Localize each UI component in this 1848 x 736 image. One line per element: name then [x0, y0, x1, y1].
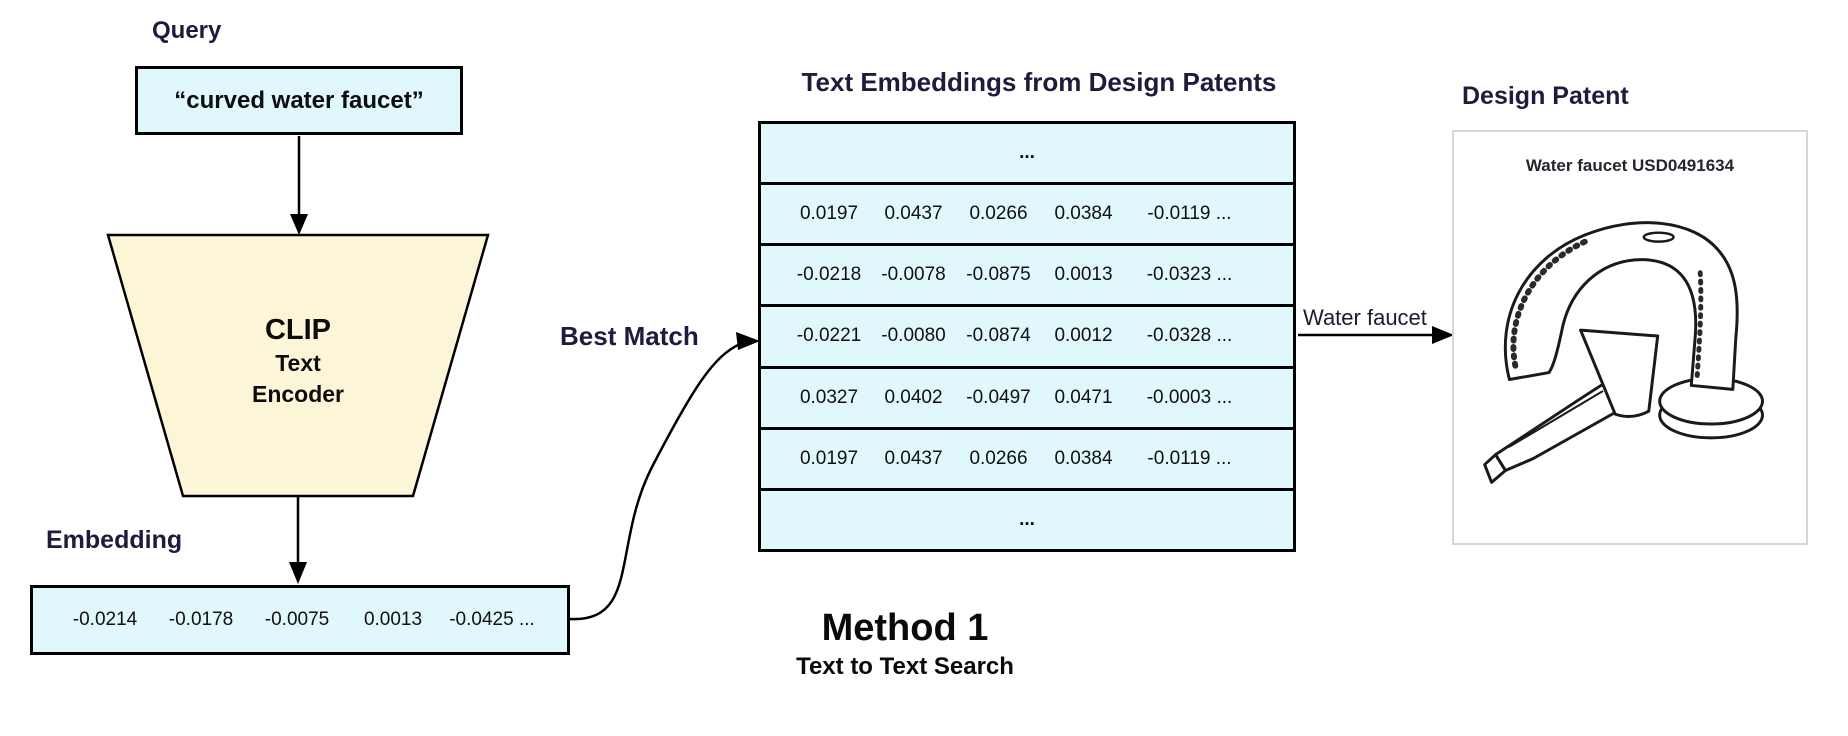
match-result-label: Water faucet [1303, 305, 1427, 330]
query-to-encoder-arrow [290, 136, 308, 235]
faucet-spout-tip [1642, 231, 1675, 243]
faucet-spout [1503, 221, 1739, 391]
clip-encoder-block: CLIP Text Encoder [173, 312, 423, 410]
table-cell: -0.0119 ... [1147, 447, 1232, 469]
table-row: -0.0221 -0.0080 -0.0874 0.0012 -0.0328 ... [761, 307, 1293, 369]
embeddings-table-body: ... 0.0197 0.0437 0.0266 0.0384 -0.0119 ... -0… [758, 121, 1296, 552]
embedding-value: -0.0214 [72, 609, 138, 630]
table-cell: 0.0013 [1054, 264, 1113, 286]
table-cell: -0.0875 [966, 264, 1031, 286]
table-row: ... [761, 491, 1293, 549]
faucet-valve-body [1579, 328, 1660, 418]
table-cell: -0.0497 [966, 386, 1031, 408]
method-title: Method 1 [821, 607, 989, 649]
embedding-value: -0.0075 [264, 609, 330, 630]
faucet-handle-edge [1508, 390, 1604, 448]
faucet-hatching-left [1510, 237, 1592, 369]
table-row: ... [761, 124, 1293, 186]
table-cell: 0.0266 [969, 203, 1028, 225]
table-cell: 0.0197 [799, 203, 859, 225]
table-row: 0.0327 0.0402 -0.0497 0.0471 -0.0003 ... [761, 369, 1293, 430]
query-box: “curved water faucet” [135, 66, 463, 135]
table-cell: -0.0078 [881, 264, 946, 286]
table-cell: ... [1019, 142, 1035, 164]
encoder-title: CLIP [264, 314, 332, 346]
table-cell: -0.0328 ... [1146, 325, 1233, 347]
table-cell: -0.0003 ... [1146, 386, 1233, 408]
table-cell: 0.0402 [884, 386, 943, 408]
embedding-value: -0.0178 [168, 609, 234, 630]
table-cell: ... [1019, 508, 1035, 530]
embeddings-table-title: Text Embeddings from Design Patents [801, 67, 1277, 97]
embedding-label: Embedding [46, 526, 183, 554]
embedding-value: 0.0013 [363, 609, 423, 630]
table-cell: 0.0437 [884, 203, 943, 225]
encoder-subtitle-2: Encoder [251, 381, 345, 407]
table-row: -0.0218 -0.0078 -0.0875 0.0013 -0.0323 ... [761, 246, 1293, 308]
table-cell: 0.0327 [799, 386, 859, 408]
embedding-vector-values: -0.0214 -0.0178 -0.0075 0.0013 -0.0425 ... [30, 585, 570, 655]
table-cell: -0.0080 [881, 325, 946, 347]
faucet-handle-end [1483, 453, 1507, 484]
water-faucet-patent-drawing-icon [1483, 221, 1764, 484]
design-patent-card: Water faucet USD0491634 [1452, 130, 1808, 545]
best-match-curve-arrow [569, 332, 760, 621]
table-cell: 0.0437 [884, 447, 943, 469]
table-row: 0.0197 0.0437 0.0266 0.0384 -0.0119 ... [761, 430, 1293, 491]
patent-caption: Water faucet USD0491634 [1525, 156, 1735, 175]
method-subtitle: Text to Text Search [796, 653, 1014, 680]
table-cell: 0.0471 [1054, 386, 1113, 408]
best-match-label: Best Match [560, 321, 699, 351]
table-cell: -0.0323 ... [1146, 264, 1233, 286]
table-cell: 0.0197 [799, 447, 859, 469]
encoder-subtitle-1: Text [275, 350, 321, 376]
table-cell: 0.0012 [1054, 325, 1113, 347]
encoder-to-embedding-arrow [289, 497, 307, 584]
table-cell: -0.0221 [796, 325, 862, 347]
faucet-hatching-right [1694, 270, 1704, 379]
table-cell: -0.0874 [966, 325, 1031, 347]
embedding-value: -0.0425 ... [449, 609, 535, 630]
table-cell: -0.0218 [796, 264, 862, 286]
method-caption: Method 1 Text to Text Search [740, 606, 1070, 682]
table-cell: -0.0119 ... [1147, 203, 1232, 225]
query-label: Query [152, 17, 222, 44]
design-patent-label: Design Patent [1462, 82, 1629, 110]
table-cell: 0.0266 [969, 447, 1028, 469]
query-text: “curved water faucet” [174, 86, 424, 114]
table-cell: 0.0384 [1054, 203, 1113, 225]
table-cell: 0.0384 [1054, 447, 1113, 469]
table-row: 0.0197 0.0437 0.0266 0.0384 -0.0119 ... [761, 185, 1293, 247]
